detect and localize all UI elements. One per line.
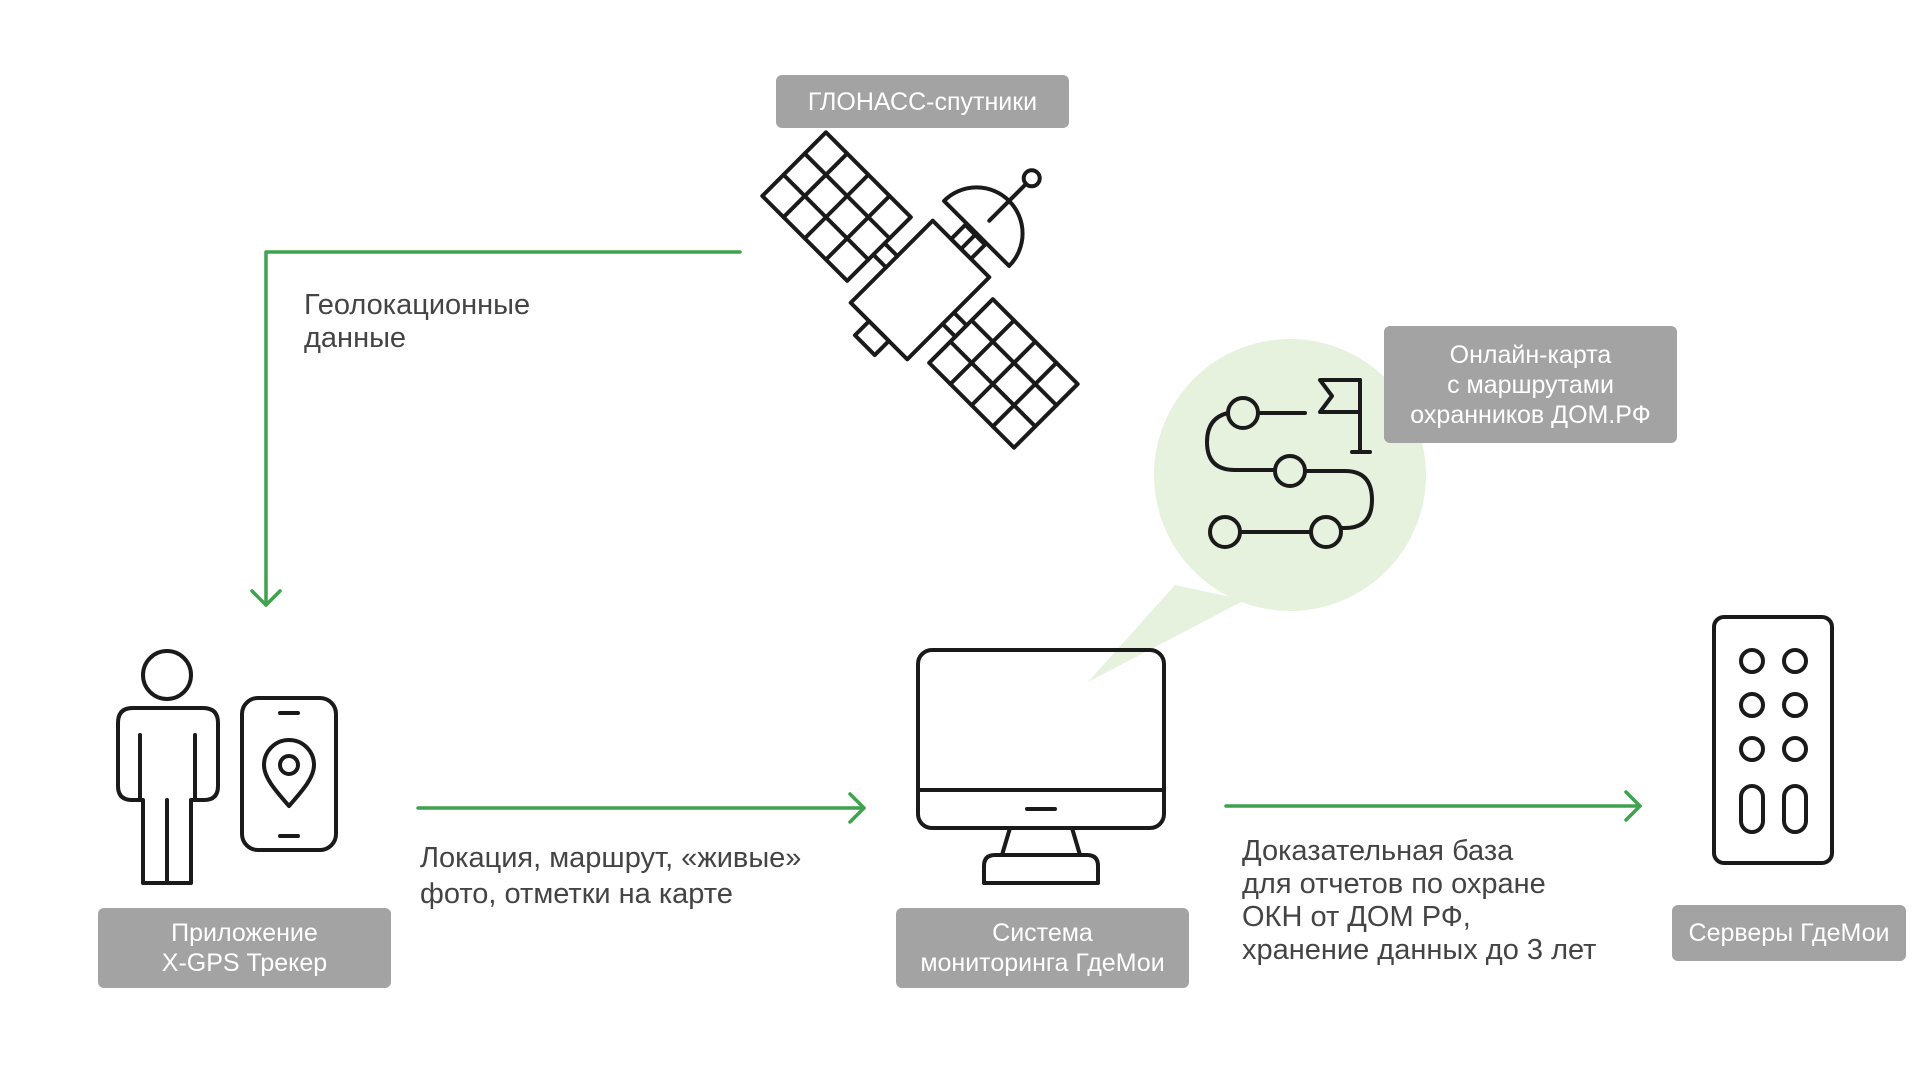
geo-data-caption: Геолокационные данные (304, 289, 530, 355)
online-map-label-line2: с маршрутами (1447, 370, 1614, 399)
route-map-icon (1205, 378, 1374, 549)
satellite-icon (760, 130, 1080, 450)
monitoring-label: Система мониторинга ГдеМои (896, 908, 1189, 988)
monitor-icon (916, 648, 1166, 885)
satellites-label: ГЛОНАСС-спутники (776, 75, 1069, 128)
system-to-servers-caption: Доказательная база для отчетов по охране… (1242, 835, 1596, 967)
satellites-label-text: ГЛОНАСС-спутники (807, 87, 1038, 116)
app-to-system-arrow (416, 792, 866, 824)
person-icon (116, 649, 220, 885)
monitoring-label-line1: Система (992, 919, 1093, 947)
app-label: Приложение X-GPS Трекер (98, 908, 391, 988)
app-to-system-caption-line1: Локация, маршрут, «живые» (420, 842, 802, 874)
geo-data-caption-line2: данные (304, 322, 407, 354)
app-to-system-caption-line2: фото, отметки на карте (420, 878, 733, 910)
servers-label-text: Серверы ГдеМои (1688, 919, 1890, 947)
online-map-label-line3: охранников ДОМ.РФ (1410, 400, 1651, 429)
servers-label: Серверы ГдеМои (1672, 905, 1906, 961)
speech-bubble (1088, 339, 1426, 682)
app-label-line1: Приложение (171, 919, 318, 947)
system-to-servers-arrow (1224, 790, 1642, 822)
system-to-servers-caption-line2: для отчетов по охране (1242, 868, 1546, 900)
geo-data-caption-line1: Геолокационные (304, 289, 531, 321)
phone-location-icon (240, 696, 338, 852)
geo-data-arrow (250, 250, 742, 607)
app-label-line2: X-GPS Трекер (161, 949, 328, 977)
system-to-servers-caption-line4: хранение данных до 3 лет (1242, 934, 1597, 966)
system-to-servers-caption-line3: ОКН от ДОМ РФ, (1242, 901, 1471, 933)
system-to-servers-caption-line1: Доказательная база (1242, 835, 1514, 867)
monitoring-label-line2: мониторинга ГдеМои (920, 949, 1165, 977)
server-icon (1712, 615, 1834, 865)
online-map-label: Онлайн-карта с маршрутами охранников ДОМ… (1384, 326, 1677, 443)
online-map-label-line1: Онлайн-карта (1449, 340, 1612, 369)
app-to-system-caption: Локация, маршрут, «живые» фото, отметки … (420, 840, 801, 912)
